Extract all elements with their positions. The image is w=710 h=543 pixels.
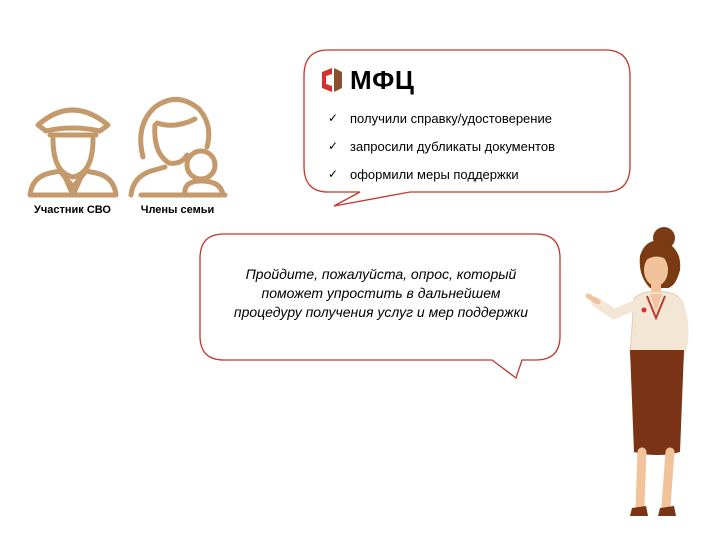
survey-line: поможет упростить в дальнейшем bbox=[261, 285, 501, 301]
family-caption: Члены семьи bbox=[140, 204, 215, 216]
list-item: ✓ оформили меры поддержки bbox=[328, 160, 555, 188]
mfc-checklist: ✓ получили справку/удостоверение ✓ запро… bbox=[328, 104, 555, 188]
participant-caption: Участник СВО bbox=[34, 204, 111, 216]
list-item: ✓ запросили дубликаты документов bbox=[328, 132, 555, 160]
check-mark-icon: ✓ bbox=[328, 139, 339, 153]
check-mark-icon: ✓ bbox=[328, 111, 339, 125]
check-mark-icon: ✓ bbox=[328, 167, 339, 181]
soldier-icon bbox=[27, 107, 119, 198]
family-icon bbox=[128, 97, 228, 198]
list-item-label: оформили меры поддержки bbox=[350, 166, 519, 182]
list-item: ✓ получили справку/удостоверение bbox=[328, 104, 555, 132]
consultant-illustration bbox=[585, 227, 689, 516]
survey-bubble-shape bbox=[199, 233, 561, 380]
mfc-logo-text: МФЦ bbox=[350, 65, 415, 95]
survey-line: процедуру получения услуг и мер поддержк… bbox=[233, 304, 529, 320]
list-item-label: получили справку/удостоверение bbox=[350, 110, 552, 126]
survey-message: Пройдите, пожалуйста, опрос, который пом… bbox=[200, 265, 562, 322]
mfc-logo-icon bbox=[322, 68, 342, 92]
mfc-bubble-shape bbox=[303, 49, 631, 207]
survey-line: Пройдите, пожалуйста, опрос, который bbox=[245, 266, 517, 282]
list-item-label: запросили дубликаты документов bbox=[350, 138, 555, 154]
